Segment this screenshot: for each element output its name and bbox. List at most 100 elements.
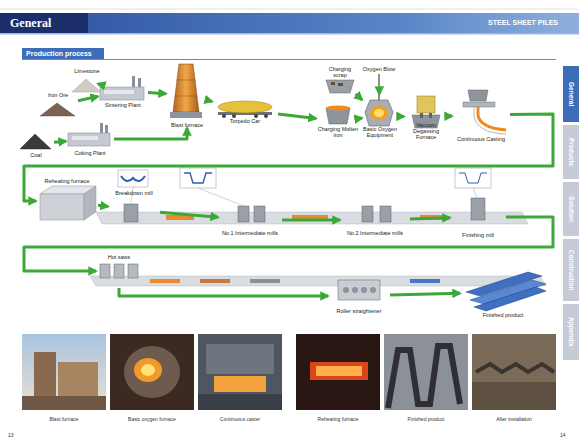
station-label: Finished product: [483, 312, 524, 318]
process-station: Oxygen Blow: [362, 66, 396, 88]
page-number: 13: [8, 432, 28, 440]
process-station: Hot saws: [96, 254, 142, 288]
photo-caption: After installation: [496, 417, 532, 423]
station-label: Limestone: [74, 68, 99, 74]
header-section: General: [4, 13, 86, 33]
station-label: Vacuum Degassing Furnace: [404, 122, 448, 140]
photo-caption: Basic oxygen furnace: [128, 417, 176, 423]
photo-finished-product: [384, 334, 468, 410]
side-tab: Appendix: [563, 304, 579, 360]
section-title: Production process: [22, 48, 104, 59]
flow-arrow: [208, 100, 212, 101]
station-label: Coal: [30, 152, 41, 158]
flow-arrow: [278, 114, 316, 119]
torpedo-car: [218, 101, 272, 118]
station-label: No.1 Intermediate mills: [222, 230, 278, 236]
flow-arrow: [410, 218, 450, 219]
tab-label: Products: [568, 138, 575, 166]
photo-frame: Finished product: [384, 334, 468, 422]
flow-arrow: [54, 141, 66, 142]
flow-arrow: [148, 93, 166, 94]
photo-basic-oxygen-furnace: [110, 334, 194, 410]
side-tab: Products: [563, 125, 579, 179]
process-station: Blast furnace: [166, 62, 208, 128]
photo-blast-furnace: [22, 334, 106, 410]
process-station: Coal: [18, 130, 54, 158]
photo-caption: Finished product: [408, 417, 445, 423]
side-tab: Solution: [563, 182, 579, 236]
coking-plant: [68, 123, 110, 146]
process-station: Reheating furnace: [36, 178, 98, 224]
flow-arrow: [98, 84, 104, 86]
scrap-chute: [326, 80, 354, 93]
process-station: Basic Oxygen Equipment: [362, 94, 398, 138]
photo-reheating-furnace: [296, 334, 380, 410]
station-label: Blast furnace: [171, 122, 203, 128]
flow-arrow: [24, 114, 553, 201]
process-station: Iron Ore: [38, 92, 78, 118]
page-number: 14: [560, 432, 576, 440]
station-label: Coking Plant: [74, 150, 105, 156]
photo-frame: Blast furnace: [22, 334, 106, 422]
limestone-pile: [72, 79, 101, 92]
process-station: Finished product: [460, 266, 546, 318]
roller-conveyor-2: [90, 276, 546, 286]
process-station: Vacuum Degassing Furnace: [404, 94, 448, 140]
side-tab: Construction: [563, 239, 579, 301]
flow-arrow: [378, 88, 381, 94]
station-label: No.2 Intermediate mills: [347, 230, 403, 236]
process-station: Limestone: [70, 68, 104, 93]
flow-arrow: [98, 205, 108, 206]
station-label: Finishing mill: [462, 232, 494, 238]
photo-frame: Basic oxygen furnace: [110, 334, 194, 422]
process-station: Breakdown mill: [108, 190, 160, 230]
process-station: Charging scrap: [322, 66, 358, 94]
tab-label: Appendix: [568, 317, 575, 347]
station-label: Roller straightener: [337, 308, 382, 314]
sintering-plant: [100, 76, 144, 100]
station-label: Iron Ore: [48, 92, 68, 98]
process-station: Sintering Plant: [98, 74, 148, 108]
hot-saws: [100, 264, 138, 278]
photo-continuous-caster: [198, 334, 282, 410]
flow-arrow: [356, 94, 362, 100]
process-station: Continuous Casting: [452, 88, 510, 142]
flow-arrow: [448, 115, 452, 118]
process-station: Charging Molten iron: [316, 104, 360, 138]
roller-conveyor: [96, 212, 528, 224]
station-label: Oxygen Blow: [363, 66, 395, 72]
flow-arrow: [24, 217, 553, 271]
blast-furnace: [170, 64, 202, 118]
section-underline: [22, 59, 556, 60]
photo-frame: Reheating furnace: [296, 334, 380, 422]
header-bar: [0, 9, 579, 35]
continuous-caster: [463, 90, 506, 134]
station-label: Basic Oxygen Equipment: [362, 126, 398, 138]
photo-caption: Reheating furnace: [318, 417, 359, 423]
station-label: Breakdown mill: [115, 190, 152, 196]
flow-arrow: [390, 293, 460, 295]
station-label: Charging Molten iron: [316, 126, 360, 138]
basic-oxygen-vessel: [365, 100, 393, 126]
coal-pile: [20, 134, 51, 149]
rolling-stands: [124, 198, 485, 222]
station-label: Continuous Casting: [457, 136, 505, 142]
iron-ore-pile: [40, 103, 75, 116]
oxygen-lance: [379, 74, 380, 100]
photo-frame: After installation: [472, 334, 556, 422]
flow-arrow: [398, 115, 404, 118]
molten-iron-ladle: [326, 106, 350, 125]
flow-arrow: [282, 219, 340, 222]
station-label: Sintering Plant: [105, 102, 141, 108]
station-label: Charging scrap: [322, 66, 358, 78]
finished-sheet-piles: [466, 272, 546, 311]
tab-label: Construction: [568, 250, 575, 290]
profile-callouts: [118, 168, 491, 206]
process-station: Torpedo Car: [212, 96, 278, 124]
station-label: Reheating furnace: [45, 178, 90, 184]
flow-arrow: [160, 212, 218, 217]
tab-label: Solution: [568, 196, 575, 222]
